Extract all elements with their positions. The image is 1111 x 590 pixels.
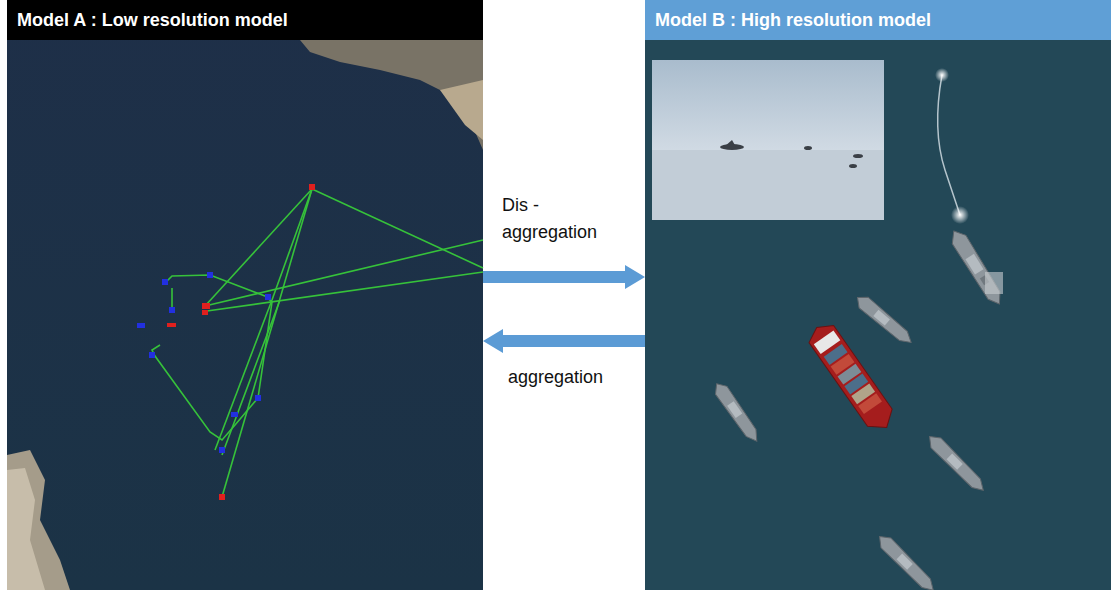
model-panel: Model A : Low resolution model bbox=[7, 0, 483, 590]
warship bbox=[875, 532, 939, 590]
warship bbox=[711, 380, 763, 445]
satellite-map bbox=[7, 0, 483, 590]
panel-title: Model A : Low resolution model bbox=[7, 0, 483, 40]
container-ship bbox=[804, 319, 899, 436]
sea-scene bbox=[645, 0, 1111, 590]
edge-label: Dis - aggregation bbox=[500, 192, 632, 246]
warship bbox=[853, 292, 916, 348]
warship bbox=[925, 432, 989, 496]
model-panel: Model B : High resolution model bbox=[645, 0, 1111, 590]
block-arrow bbox=[483, 265, 645, 289]
edge-label: aggregation bbox=[506, 364, 638, 391]
block-arrow bbox=[483, 329, 645, 353]
warship bbox=[947, 227, 1006, 308]
panel-title: Model B : High resolution model bbox=[645, 0, 1111, 40]
